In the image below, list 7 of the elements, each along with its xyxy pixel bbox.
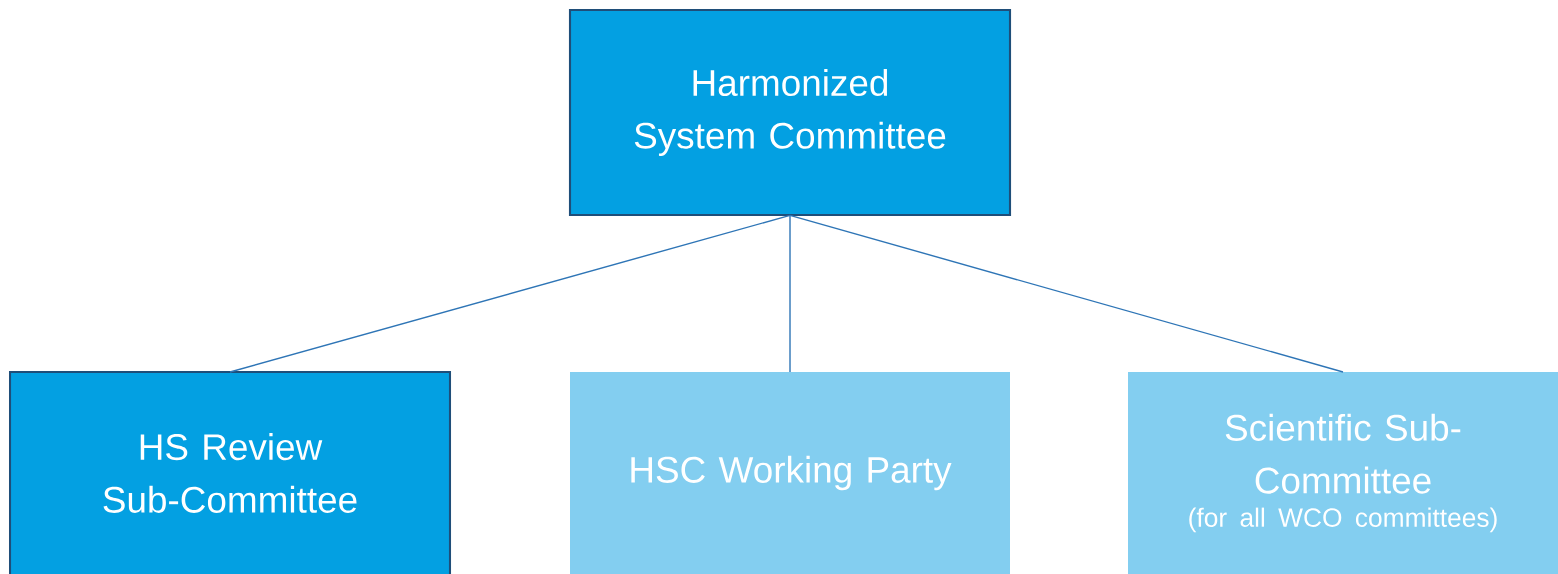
committee-box: HS Review Sub-Committee (8, 370, 452, 574)
committee-box: Harmonized System Committee (568, 8, 1012, 217)
committee-box: HSC Working Party (570, 372, 1010, 574)
connector-line (789, 214, 1344, 373)
connector-line (229, 214, 791, 373)
connector-line (789, 214, 791, 373)
committee-box: Scientific Sub-Committee (for all WCO committees) (1128, 372, 1558, 574)
